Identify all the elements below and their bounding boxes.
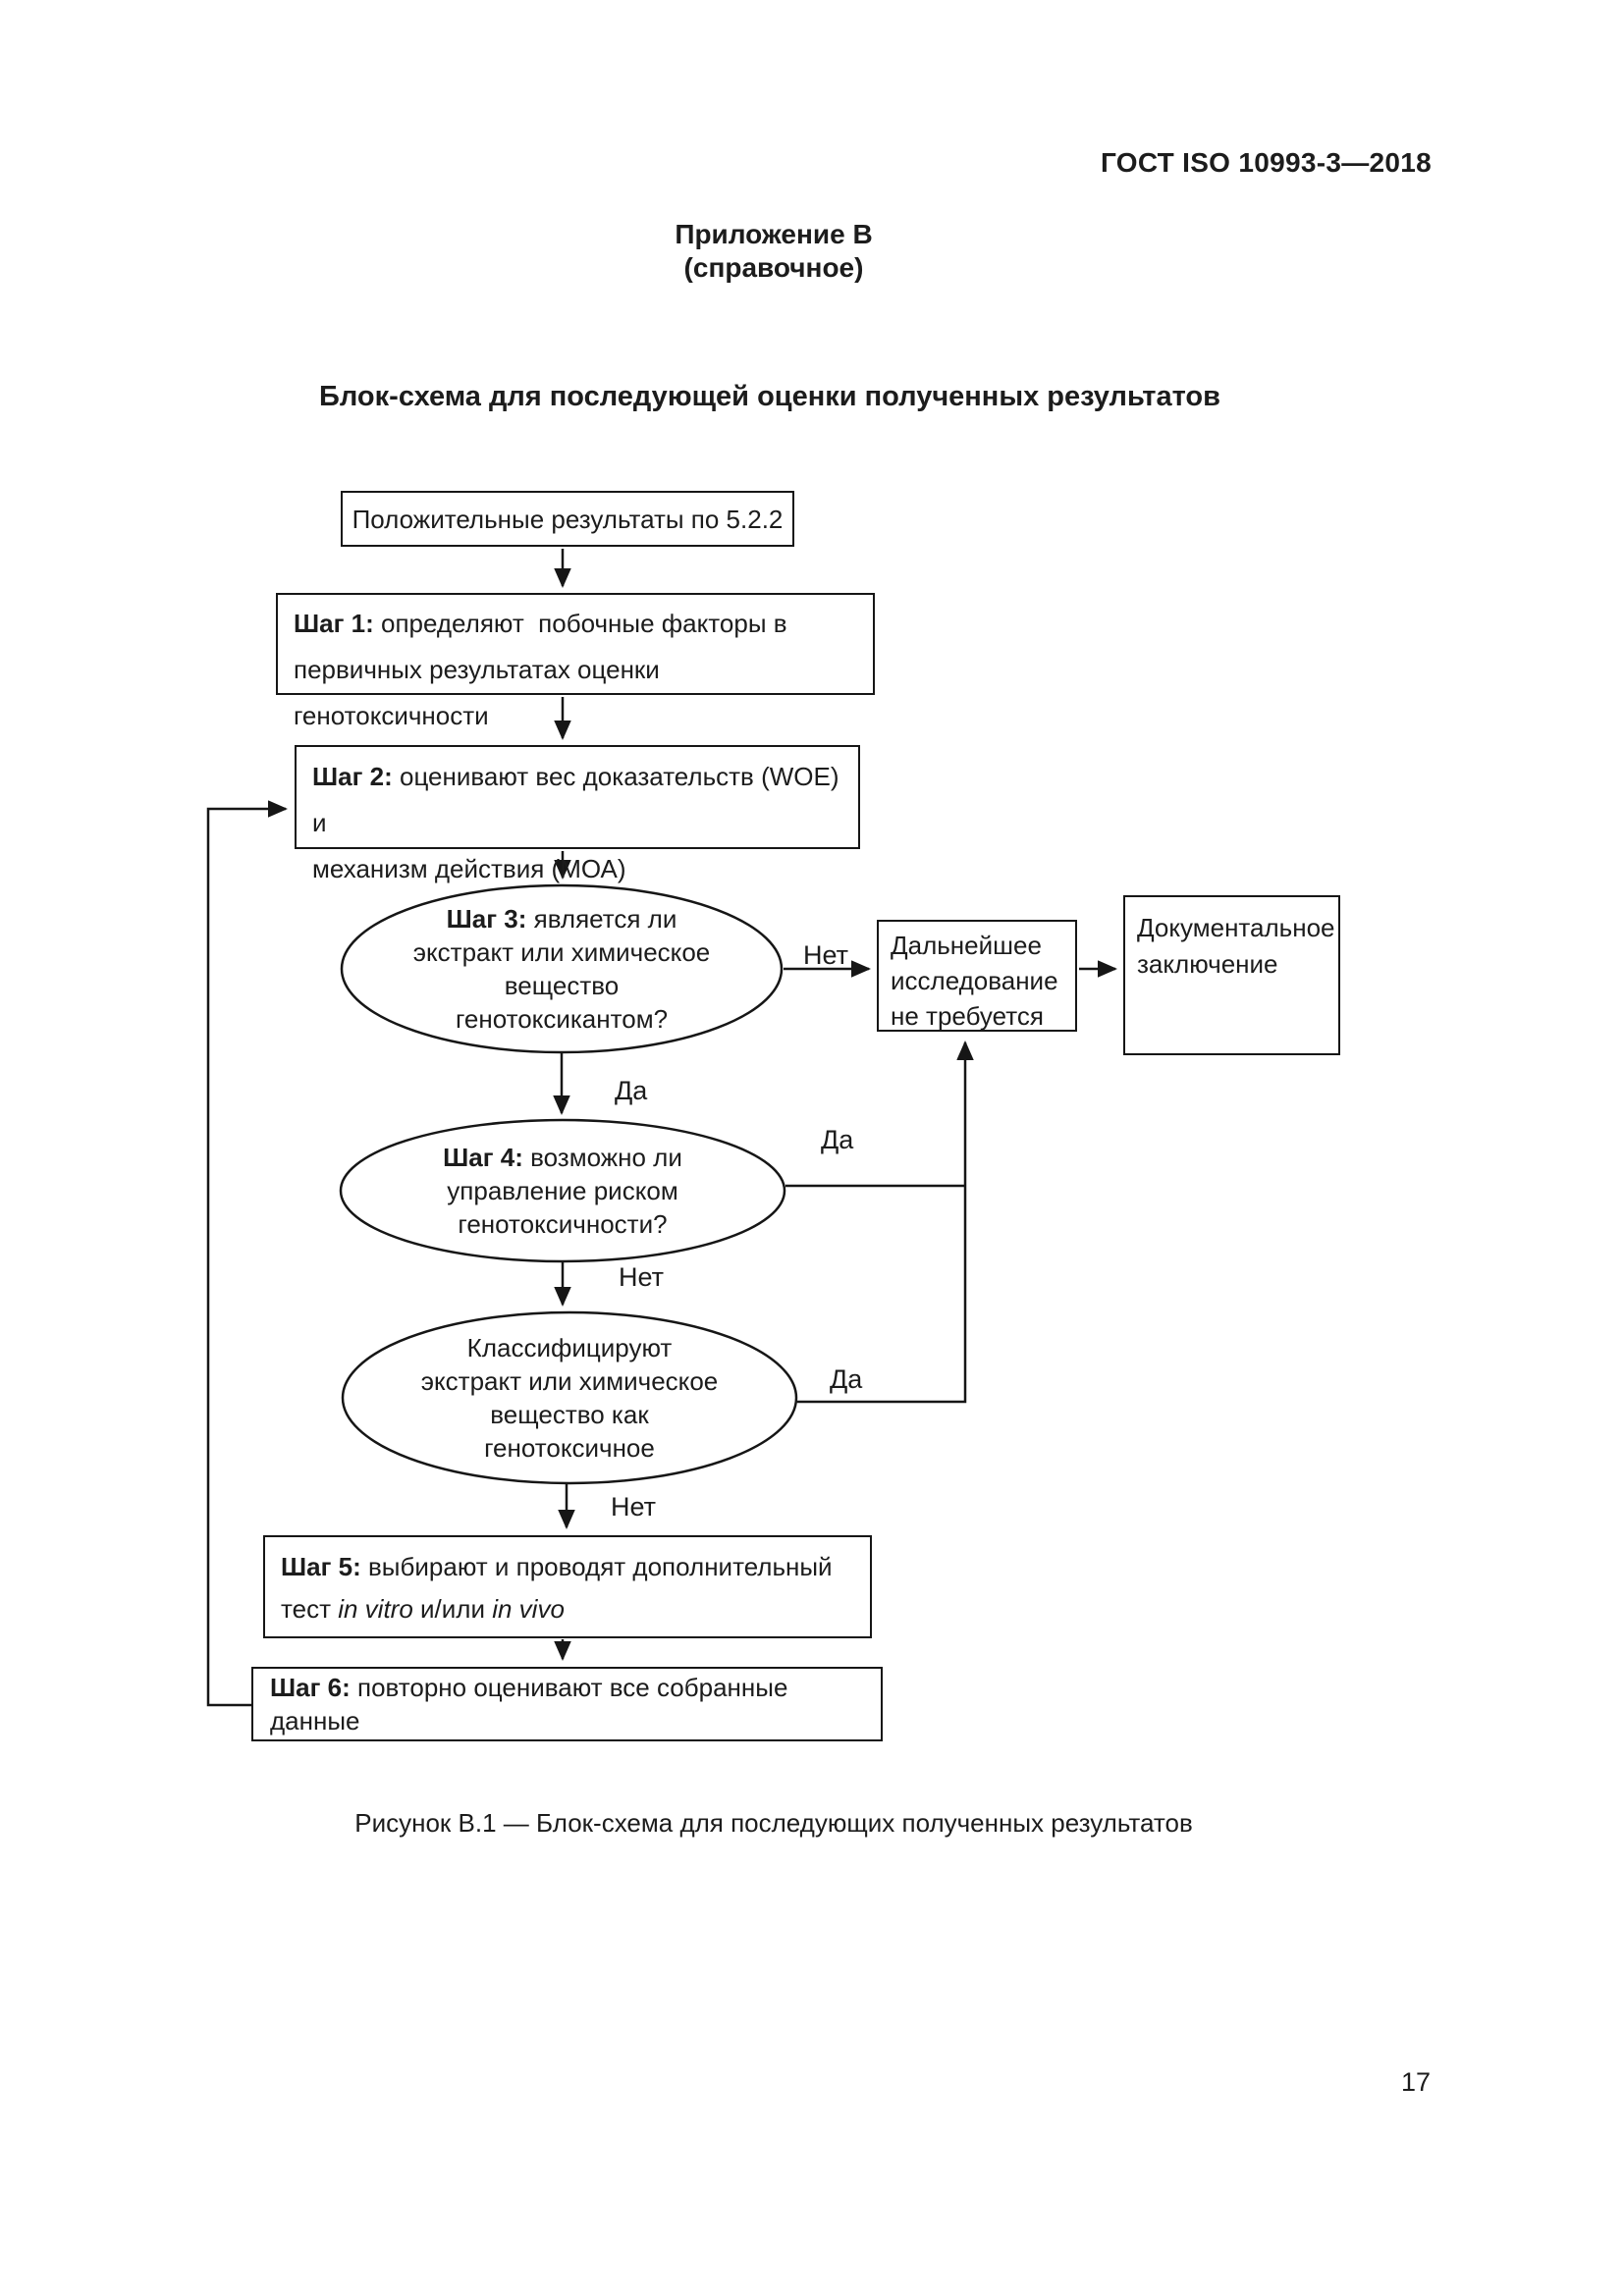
step5-line2b-invitro: in vitro — [338, 1594, 413, 1624]
page-header: ГОСТ ISO 10993-3—2018 — [1100, 147, 1432, 178]
step6-prefix: Шаг 6: — [270, 1673, 351, 1702]
step4-l2: управление риском — [447, 1176, 678, 1205]
step5-line2c: и/или — [412, 1594, 493, 1624]
edge-label-yes-step3: Да — [615, 1076, 648, 1105]
classify-ellipse-label: Классифицируют экстракт или химическое в… — [373, 1324, 766, 1471]
start-box: Положительные результаты по 5.2.2 — [341, 491, 794, 547]
step4-ellipse-label: Шаг 4: возможно ли управление риском ген… — [366, 1127, 759, 1255]
page-number: 17 — [1401, 2067, 1432, 2097]
line-classify-yes-up-to-further — [797, 1040, 974, 1404]
classify-l3: вещество как — [490, 1400, 649, 1429]
step2-line1: оценивают вес доказательств (WOE) и — [312, 762, 846, 837]
classify-l1: Классифицируют — [466, 1333, 673, 1362]
edge-label-no-step3: Нет — [803, 940, 848, 970]
further-study-box: Дальнейшее исследование не требуется — [877, 920, 1077, 1032]
step2-line2: механизм действия (МОА) — [312, 854, 626, 883]
further-study-label: Дальнейшее исследование не требуется — [891, 931, 1058, 1031]
step5-line2a: тест — [281, 1594, 339, 1624]
step3-prefix: Шаг 3: — [446, 904, 527, 934]
figure-caption: Рисунок В.1 — Блок-схема для последующих… — [354, 1808, 1193, 1838]
edge-label-no-step4: Нет — [619, 1262, 664, 1292]
step2-box: Шаг 2: оценивают вес доказательств (WOE)… — [295, 745, 860, 883]
step1-prefix: Шаг 1: — [294, 609, 374, 638]
step3-l1: является ли — [526, 904, 677, 934]
step1-box: Шаг 1: определяют побочные факторы в пер… — [276, 593, 875, 730]
step6-line1: повторно оценивают все собранные данные — [270, 1673, 795, 1735]
step3-l2: экстракт или химическое — [412, 937, 711, 967]
documented-conclusion-box: Документальное заключение — [1123, 895, 1340, 1055]
step1-line2: первичных результатах оценки генотоксичн… — [294, 655, 668, 730]
classify-l2: экстракт или химическое — [420, 1366, 719, 1396]
edge-label-no-classify: Нет — [611, 1492, 656, 1522]
edge-label-yes-step4: Да — [821, 1125, 854, 1154]
step3-l3: вещество — [504, 971, 620, 1000]
step4-l1: возможно ли — [522, 1143, 682, 1172]
step5-box: Шаг 5: выбирают и проводят дополнительны… — [263, 1535, 872, 1638]
step5-line2d-invivo: in vivo — [492, 1594, 565, 1624]
step4-prefix: Шаг 4: — [443, 1143, 523, 1172]
appendix-subtitle: (справочное) — [683, 252, 864, 283]
appendix-title: Приложение В — [675, 219, 873, 249]
step3-l4: генотоксикантом? — [455, 1004, 669, 1034]
edge-label-yes-classify: Да — [830, 1364, 863, 1394]
step4-l3: генотоксичности? — [458, 1209, 668, 1239]
start-box-label: Положительные результаты по 5.2.2 — [352, 504, 784, 534]
appendix-heading: Приложение В (справочное) — [0, 218, 1547, 285]
step1-line1: определяют побочные факторы в — [373, 609, 787, 638]
classify-l4: генотоксичное — [484, 1433, 655, 1463]
documented-conclusion-label: Документальное заключение — [1137, 913, 1335, 979]
step2-prefix: Шаг 2: — [312, 762, 393, 791]
figure-title: Блок-схема для последующей оценки получе… — [319, 381, 1220, 412]
step3-ellipse-label: Шаг 3: является ли экстракт или химическ… — [365, 895, 758, 1042]
step5-line1: выбирают и проводят дополнительный — [360, 1552, 833, 1581]
step6-box: Шаг 6: повторно оценивают все собранные … — [251, 1667, 883, 1741]
step5-prefix: Шаг 5: — [281, 1552, 361, 1581]
